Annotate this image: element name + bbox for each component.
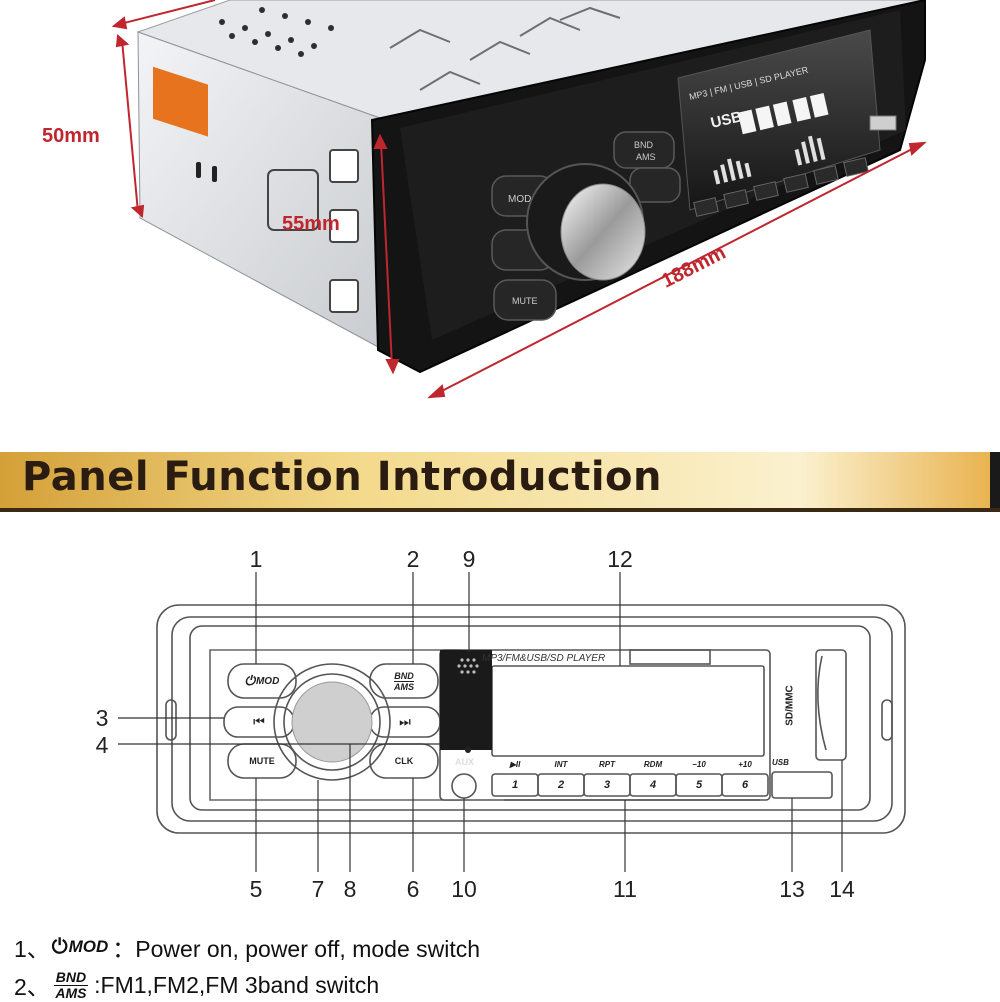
- knob-mid: [283, 673, 381, 771]
- clk-label: CLK: [394, 756, 414, 766]
- panel-prev-button[interactable]: ⏮: [224, 707, 294, 737]
- leader-lines: [118, 572, 843, 872]
- knob-outer: [273, 663, 391, 781]
- description-number: 2、: [14, 974, 50, 1000]
- bnd-ams-symbol: BND AMS: [53, 968, 89, 1001]
- dimension-arrows: [111, 0, 927, 399]
- callout-14: 14: [829, 876, 855, 902]
- function-labels: ▶II INT RPT RDM −10 +10: [492, 760, 768, 769]
- photo-btn-mute: MUTE: [512, 296, 538, 306]
- photo-knob: [560, 183, 646, 281]
- vent-holes: [219, 7, 334, 57]
- panel-next-button[interactable]: ⏭: [370, 707, 440, 737]
- outer-frame: [156, 604, 906, 834]
- side-holes: [196, 162, 217, 182]
- callout-7: 7: [311, 876, 325, 902]
- callout-6: 6: [406, 876, 420, 902]
- side-rails: [267, 149, 359, 313]
- callout-8: 8: [343, 876, 357, 902]
- product-photo: MP3 | FM | USB | SD PLAYER USB MOD MUTE …: [111, 0, 927, 399]
- photo-eq-bars: [713, 135, 826, 185]
- photo-btn-ams: AMS: [636, 152, 656, 162]
- callout-10: 10: [451, 876, 477, 902]
- power-icon: ⏻: [51, 935, 68, 958]
- panel-mod-button[interactable]: ⏻MOD: [228, 664, 296, 698]
- photo-display-text: USB: [709, 108, 744, 132]
- panel-display-header: MP3/FM&USB/SD PLAYER: [482, 653, 606, 664]
- func-label: ▶II: [509, 760, 521, 769]
- mod-label: MOD: [255, 675, 280, 687]
- photo-usb-port: [869, 115, 897, 131]
- mod-symbol: ⏻MOD: [52, 936, 109, 959]
- usb-label: USB: [772, 758, 789, 767]
- sd-mmc-label: SD/MMC: [784, 685, 796, 726]
- aux-led: [465, 747, 471, 753]
- photo-btn-bnd: BND: [634, 140, 654, 150]
- description-text: :FM1,FM2,FM 3band switch: [94, 971, 380, 998]
- left-slot: [165, 699, 177, 741]
- bnd-button-shape: [369, 663, 439, 699]
- preset-button-5[interactable]: 5: [695, 779, 703, 791]
- aux-label: AUX: [455, 757, 475, 767]
- description-number: 1、: [14, 936, 50, 962]
- right-slot: [881, 699, 893, 741]
- knob-inner: [291, 681, 373, 763]
- banner-title: Panel Function Introduction: [22, 454, 662, 500]
- description-2: 2、 BND AMS :FM1,FM2,FM 3band switch: [14, 968, 379, 1002]
- panel-diagram: [118, 572, 906, 872]
- preset-button-4[interactable]: 4: [649, 779, 657, 791]
- bnd-label: BND: [394, 670, 414, 682]
- description-1: 1、 ⏻MOD ：Power on, power off, mode switc…: [14, 930, 480, 964]
- bnd-symbol: BND: [53, 968, 89, 986]
- section-banner: [0, 452, 1000, 512]
- prev-icon: ⏮: [253, 714, 265, 729]
- preset-button-3[interactable]: 3: [603, 779, 611, 791]
- callout-12: 12: [607, 546, 633, 572]
- dimension-depth: 55mm: [282, 213, 340, 235]
- func-label: +10: [738, 760, 752, 769]
- func-label: INT: [554, 760, 568, 769]
- preset-buttons: 1 2 3 4 5 6: [492, 774, 768, 796]
- callout-1: 1: [249, 546, 263, 572]
- func-label: RDM: [643, 760, 663, 769]
- callout-11: 11: [613, 876, 637, 902]
- panel-mute-button[interactable]: MUTE: [228, 744, 296, 778]
- mod-symbol-label: MOD: [68, 937, 109, 956]
- ir-window: [629, 649, 711, 665]
- mod-button-shape: [227, 663, 297, 699]
- ams-symbol: AMS: [55, 984, 87, 1001]
- func-label: −10: [692, 760, 706, 769]
- next-icon: ⏭: [399, 714, 411, 729]
- photo-btn-mod: MOD: [508, 194, 531, 205]
- panel-clk-button[interactable]: CLK: [370, 744, 438, 778]
- preset-button-1[interactable]: 1: [511, 779, 519, 791]
- ams-label: AMS: [394, 681, 414, 692]
- description-text: ：Power on, power off, mode switch: [112, 936, 481, 962]
- sd-slot: [815, 649, 847, 761]
- photo-preset-keys: [693, 157, 869, 217]
- callout-13: 13: [779, 876, 805, 902]
- callout-3: 3: [95, 705, 109, 731]
- preset-button-6[interactable]: 6: [741, 779, 749, 791]
- callout-2: 2: [406, 546, 420, 572]
- usb-port: [771, 771, 833, 799]
- mic-dots: [457, 658, 479, 674]
- top-stamps: [389, 6, 621, 91]
- callout-9: 9: [462, 546, 476, 572]
- warning-label: [153, 66, 208, 137]
- photo-display-digits: [737, 93, 829, 135]
- dimension-height: 50mm: [42, 125, 100, 147]
- callout-4: 4: [95, 732, 109, 758]
- panel-bnd-button[interactable]: BND AMS: [370, 664, 438, 698]
- preset-button-2[interactable]: 2: [557, 779, 565, 791]
- mute-label: MUTE: [249, 756, 275, 766]
- callout-5: 5: [249, 876, 263, 902]
- power-icon: ⏻: [244, 673, 255, 688]
- func-label: RPT: [599, 760, 615, 769]
